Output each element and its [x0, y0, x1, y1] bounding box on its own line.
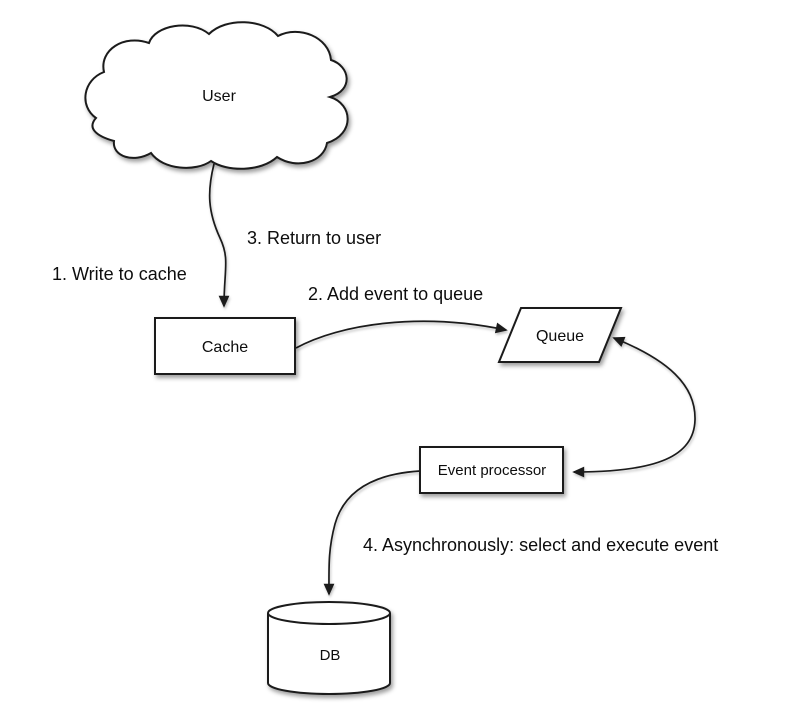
- db-label: DB: [320, 647, 341, 664]
- label-step-3-return-to-user: 3. Return to user: [247, 228, 381, 248]
- arrow-cache-to-queue: [295, 320, 508, 349]
- event-processor-node: Event processor: [419, 446, 564, 494]
- label-step-2-add-event-to-queue: 2. Add event to queue: [308, 284, 483, 304]
- queue-label: Queue: [536, 328, 584, 345]
- arrow-event-processor-to-db: [323, 470, 421, 596]
- queue-node: Queue: [497, 307, 623, 363]
- queue-parallelogram: [497, 307, 623, 363]
- event-processor-box: [419, 446, 564, 494]
- user-label: User: [202, 88, 236, 105]
- db-cylinder: [267, 601, 391, 695]
- event-processor-label: Event processor: [438, 462, 546, 479]
- cache-box: [154, 317, 296, 375]
- cache-label: Cache: [202, 339, 248, 356]
- user-cloud-node: User: [84, 21, 349, 170]
- cloud-shape: [84, 21, 349, 170]
- cache-node: Cache: [154, 317, 296, 375]
- db-cylinder-rim: [267, 612, 391, 625]
- db-node: DB: [267, 601, 391, 695]
- arrow-user-to-cache: [208, 163, 230, 308]
- label-step-1-write-to-cache: 1. Write to cache: [52, 264, 187, 284]
- arrow-queue-event-processor-bidirectional: [572, 336, 696, 478]
- label-step-4-asynchronously: 4. Asynchronously: select and execute ev…: [363, 535, 718, 555]
